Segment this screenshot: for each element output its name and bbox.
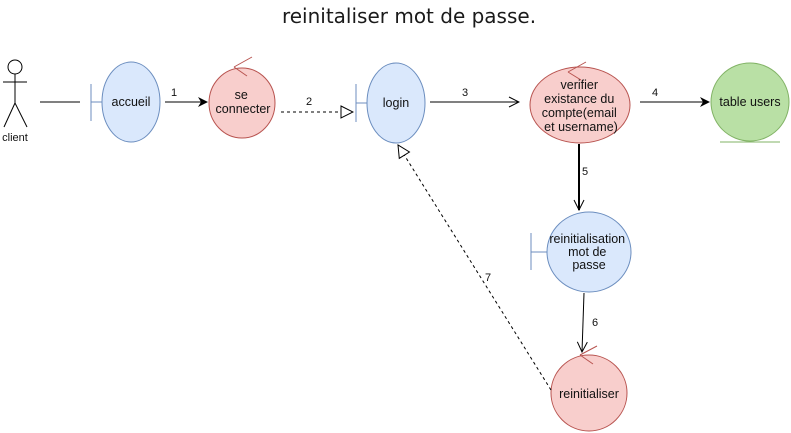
node-label: reinitialiser	[559, 387, 619, 401]
control-arrow-icon	[233, 56, 253, 77]
edge-label: 3	[462, 87, 468, 99]
boundary-accueil[interactable]: accueil	[90, 61, 161, 143]
edge-2[interactable]: 2	[281, 96, 353, 112]
control-arrow-icon	[579, 345, 598, 365]
control-arrow-icon	[567, 61, 587, 81]
edge-label: 5	[582, 166, 588, 178]
node-label: login	[383, 96, 409, 110]
control-se-connecter[interactable]: se connecter	[208, 56, 276, 139]
control-reinitialiser[interactable]: reinitialiser	[550, 345, 628, 432]
node-label: se connecter	[216, 88, 271, 116]
actor-label: client	[2, 132, 28, 144]
boundary-reinitialisation[interactable]: reinitialisation mot de passe	[530, 211, 632, 293]
edge-label: 7	[485, 272, 491, 284]
edge-6[interactable]: 6	[582, 292, 598, 352]
control-verifier[interactable]: verifier existance du compte(email et us…	[529, 61, 631, 144]
edge-4[interactable]: 4	[640, 87, 710, 107]
edge-5[interactable]: 5	[579, 144, 588, 210]
diagram-title: reinitaliser mot de passe.	[282, 4, 536, 28]
actor-client[interactable]: client	[2, 59, 28, 144]
boundary-login[interactable]: login	[355, 62, 426, 144]
node-label: reinitialisation mot de passe	[549, 232, 628, 272]
edge-label: 2	[306, 96, 312, 108]
edge-label: 1	[171, 87, 177, 99]
edge-label: 4	[652, 87, 658, 99]
edge-1[interactable]: 1	[165, 87, 208, 107]
edge-label: 6	[592, 317, 598, 329]
node-label: table users	[719, 95, 780, 109]
edge-3[interactable]: 3	[430, 87, 519, 102]
entity-table-users[interactable]: table users	[710, 62, 790, 143]
stick-figure-icon	[3, 59, 28, 128]
edge-7[interactable]: 7	[398, 145, 552, 391]
node-label: accueil	[112, 95, 151, 109]
node-label: verifier existance du compte(email et us…	[542, 78, 621, 134]
